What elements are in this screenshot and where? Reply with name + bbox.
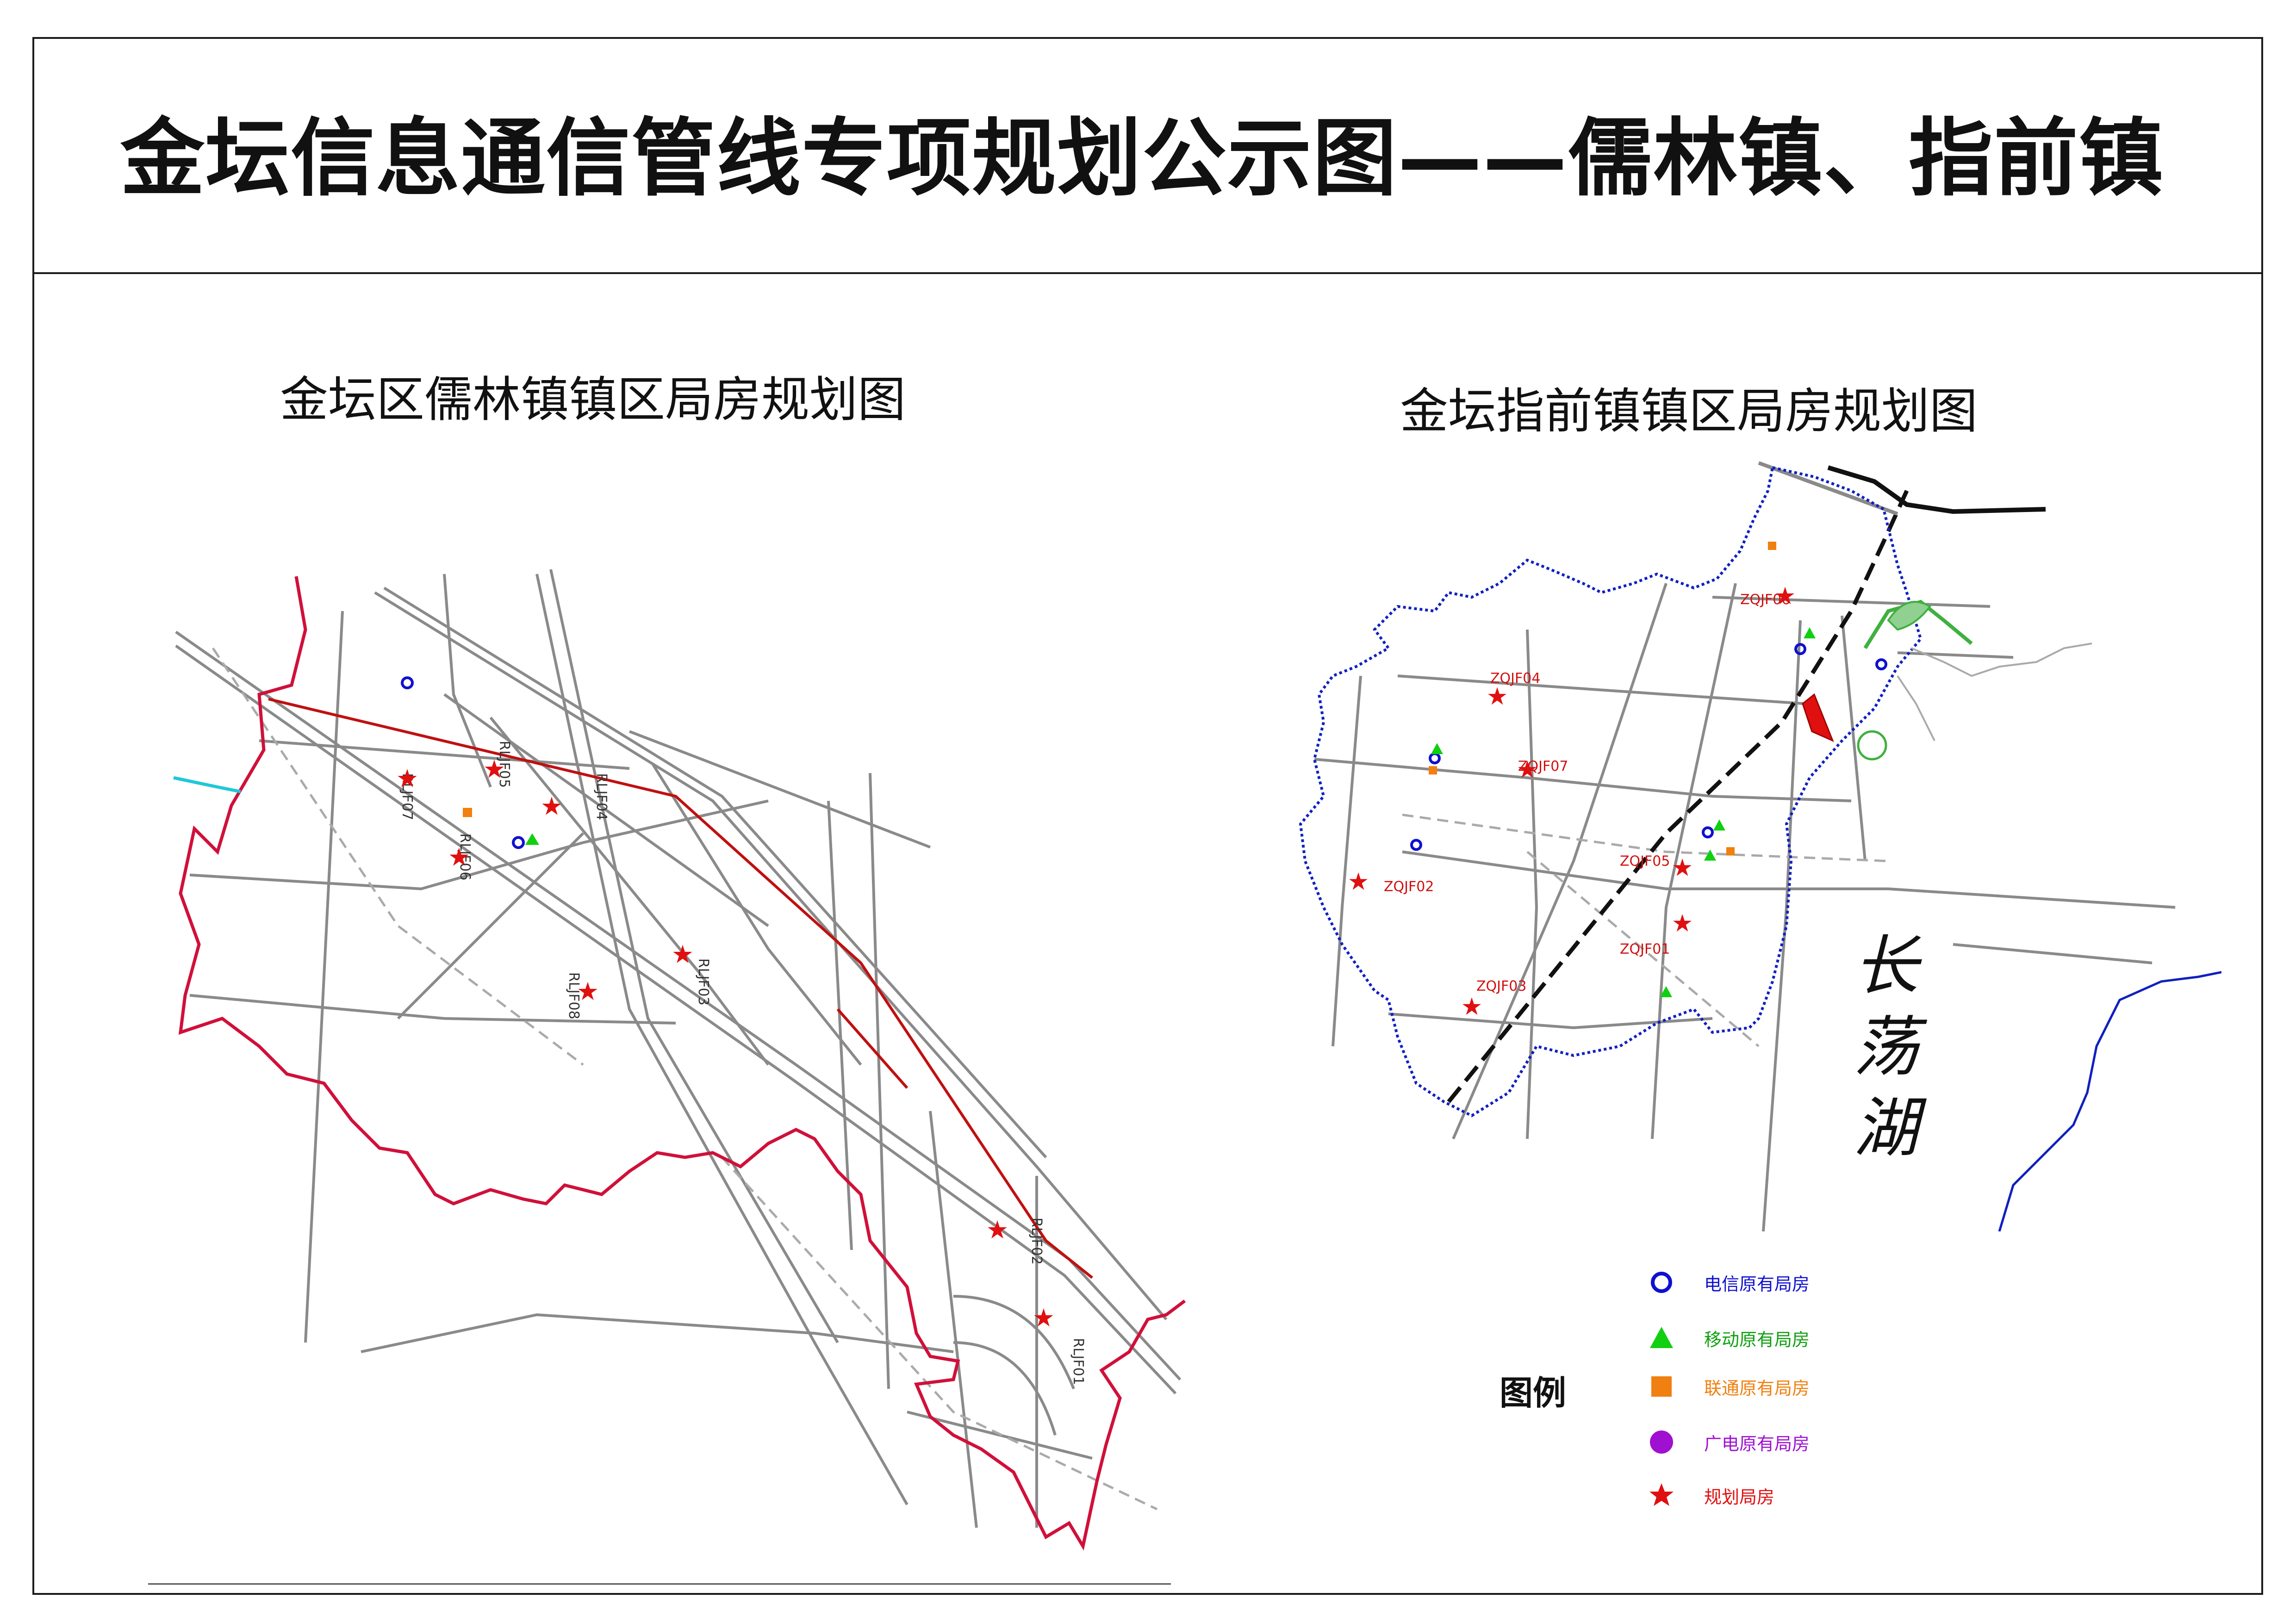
circle-icon — [1702, 826, 1714, 838]
star-icon: ★ — [541, 792, 563, 821]
zhiqian-town-map: ZQJF01 ZQJF02 ZQJF03 ZQJF04 ZQJF05 ZQJF0… — [1299, 461, 2221, 1231]
site-labels-left: RLJF01 RLJF02 RLJF03 RLJF04 RLJF05 RLJF0… — [399, 741, 1086, 1385]
river — [173, 776, 241, 793]
circle-icon — [1410, 839, 1422, 851]
bottom-rule — [148, 1583, 1171, 1585]
legend-label: 移动原有局房 — [1704, 1329, 1810, 1350]
star-icon: ★ — [1348, 868, 1369, 896]
triangle-icon — [1660, 986, 1672, 997]
left-map-title: 金坛区儒林镇镇区局房规划图 — [280, 371, 906, 428]
railway-line — [1447, 490, 1909, 1103]
dot-icon — [1650, 1430, 1673, 1454]
legend-label: 电信原有局房 — [1704, 1274, 1810, 1294]
legend-item-telecom: 电信原有局房 — [1648, 1268, 1810, 1296]
label-rljf01: RLJF01 — [1070, 1338, 1086, 1385]
star-icon: ★ — [1672, 910, 1693, 937]
legend-item-broadcast: 广电原有局房 — [1648, 1428, 1810, 1456]
circle-icon — [1794, 643, 1806, 655]
green-belt — [1887, 601, 1931, 631]
triangle-icon — [1713, 819, 1725, 831]
label-zqjf04: ZQJF04 — [1490, 670, 1540, 687]
star-icon — [1649, 1483, 1674, 1506]
highway — [1758, 461, 1898, 516]
legend-item-mobile: 移动原有局房 — [1648, 1324, 1810, 1352]
highway — [1827, 465, 2046, 514]
square-icon — [1768, 542, 1776, 550]
town-boundary — [1299, 466, 1923, 1118]
triangle-icon — [1650, 1327, 1673, 1348]
star-icon: ★ — [483, 755, 505, 784]
title-band — [32, 37, 2263, 274]
lake-shore — [1998, 971, 2221, 1231]
label-zqjf07: ZQJF07 — [1518, 758, 1568, 775]
star-icon: ★ — [1774, 582, 1796, 610]
triangle-icon — [1804, 627, 1816, 638]
square-icon — [1726, 847, 1735, 856]
label-rljf06: RLJF06 — [457, 833, 473, 881]
park-symbol — [1857, 730, 1887, 761]
star-icon: ★ — [1033, 1303, 1055, 1332]
circle-icon — [1875, 658, 1887, 670]
label-rljf08: RLJF08 — [566, 972, 582, 1019]
star-icon: ★ — [672, 940, 694, 969]
star-icon: ★ — [448, 843, 470, 872]
legend-label: 联通原有局房 — [1704, 1378, 1810, 1399]
rulin-town-map: RLJF01 RLJF02 RLJF03 RLJF04 RLJF05 RLJF0… — [173, 569, 1186, 1551]
legend-item-planned: 规划局房 — [1648, 1481, 1774, 1509]
square-icon — [1651, 1376, 1672, 1397]
site-markers-left: ★ ★ ★ ★ ★ ★ ★ ★ — [396, 676, 1055, 1332]
triangle-icon — [525, 833, 539, 845]
square-icon — [463, 808, 472, 817]
circle-icon — [401, 676, 414, 689]
star-icon: ★ — [1487, 683, 1508, 711]
road-network — [1314, 583, 2176, 1231]
legend-item-unicom: 联通原有局房 — [1648, 1373, 1810, 1400]
red-parcel — [1802, 693, 1834, 742]
right-map-title: 金坛指前镇镇区局房规划图 — [1400, 383, 1978, 439]
label-rljf02: RLJF02 — [1028, 1218, 1045, 1265]
label-rljf05: RLJF05 — [496, 741, 512, 788]
label-rljf04: RLJF04 — [593, 773, 610, 820]
star-icon: ★ — [577, 977, 599, 1006]
label-zqjf06: ZQJF06 — [1740, 592, 1790, 608]
planned-roads — [1402, 813, 1889, 1047]
label-rljf07: RLJF07 — [399, 773, 415, 820]
triangle-icon — [1431, 743, 1443, 754]
star-icon: ★ — [396, 764, 418, 793]
label-zqjf05: ZQJF05 — [1620, 853, 1670, 869]
town-boundary — [178, 576, 1186, 1551]
circle-icon — [1651, 1272, 1672, 1293]
site-markers-right: ★ ★ ★ ★ ★ ★ ★ — [1348, 542, 1887, 1021]
site-labels-right: ZQJF01 ZQJF02 ZQJF03 ZQJF04 ZQJF05 ZQJF0… — [1384, 592, 1790, 994]
map-legend: 图例 电信原有局房 移动原有局房 联通原有局房 广电原有局房 规划局房 — [1500, 1268, 1916, 1537]
star-icon: ★ — [1461, 993, 1483, 1021]
legend-label: 广电原有局房 — [1704, 1433, 1810, 1454]
legend-title: 图例 — [1500, 1374, 1567, 1412]
lake-shore — [1897, 643, 2092, 741]
label-zqjf03: ZQJF03 — [1476, 978, 1526, 994]
square-icon — [1429, 766, 1437, 775]
legend-label: 规划局房 — [1704, 1487, 1775, 1507]
lake-label: 长荡湖 — [1853, 929, 1918, 1166]
star-icon: ★ — [1672, 854, 1693, 882]
page-title: 金坛信息通信管线专项规划公示图——儒林镇、指前镇 — [120, 109, 2164, 207]
road-network — [175, 569, 1182, 1528]
circle-icon — [512, 836, 525, 849]
railway-line — [268, 698, 1093, 1279]
label-zqjf02: ZQJF02 — [1384, 879, 1434, 895]
planned-roads — [212, 647, 1158, 1511]
map-frame — [32, 37, 2263, 1595]
label-rljf03: RLJF03 — [695, 958, 711, 1006]
circle-icon — [1429, 752, 1441, 764]
triangle-icon — [1704, 849, 1716, 861]
label-zqjf01: ZQJF01 — [1620, 941, 1670, 957]
star-icon: ★ — [986, 1215, 1008, 1244]
star-icon: ★ — [1517, 756, 1538, 784]
